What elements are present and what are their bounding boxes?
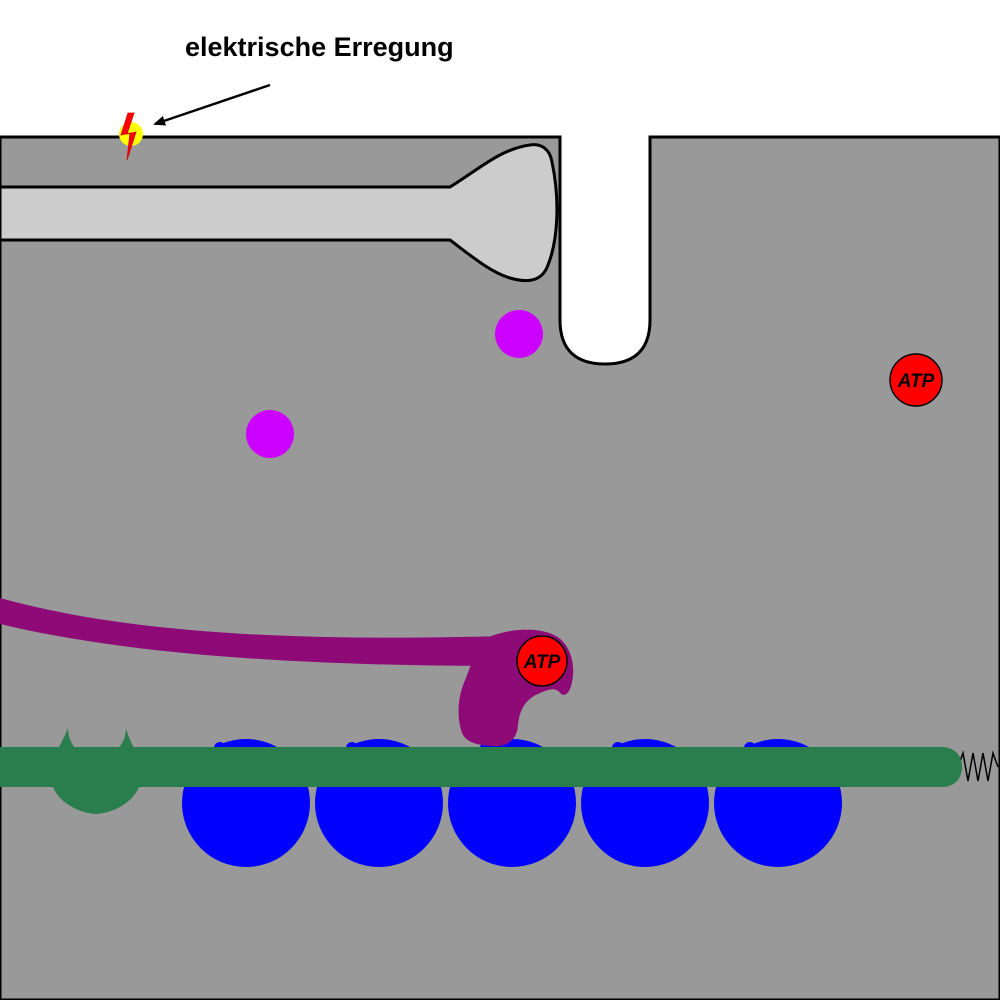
myosin-molecule: ATP	[0, 598, 574, 746]
myosin-tail	[0, 598, 510, 666]
atp-label-bound: ATP	[523, 652, 561, 673]
atp-molecule-bound: ATP	[516, 635, 568, 687]
atp-label-free: ATP	[897, 371, 935, 392]
atp-molecule-free: ATP	[889, 353, 943, 407]
nerve-terminal	[0, 143, 559, 283]
lightning-bolt-icon	[119, 112, 143, 161]
calcium-ion	[495, 310, 543, 358]
tropomyosin-strand	[0, 747, 962, 787]
spring-icon	[957, 750, 999, 782]
calcium-ion	[246, 410, 294, 458]
excitation-label: elektrische Erregung	[185, 32, 454, 62]
arrow-icon	[153, 83, 271, 126]
tropomyosin-troponin	[0, 728, 962, 814]
